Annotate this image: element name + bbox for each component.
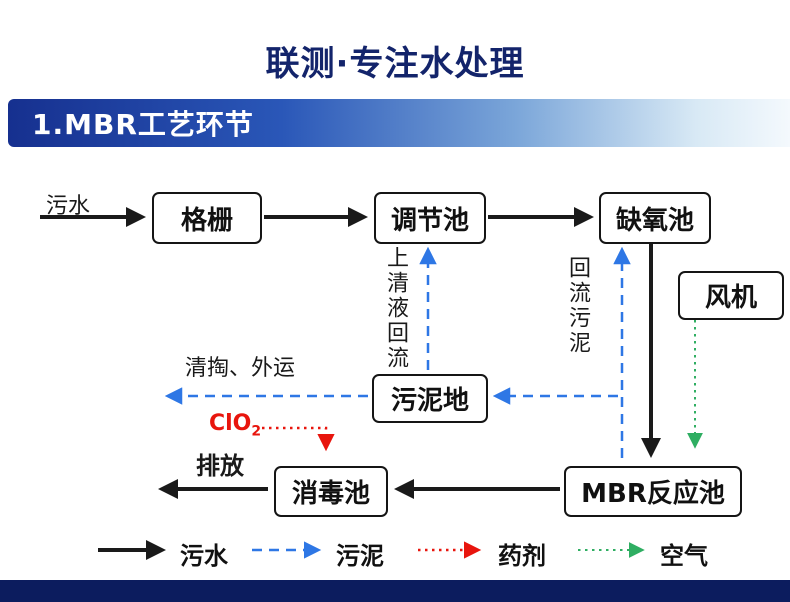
node-anoxic-tank: 缺氧池 — [599, 192, 711, 244]
label-clean-out: 清掏、外运 — [185, 356, 296, 381]
label-clo2-sub: 2 — [251, 423, 262, 440]
label-sewage-in: 污水 — [46, 194, 91, 219]
legend-label-sludge: 污泥 — [336, 542, 384, 570]
label-clo2-main: ClO — [209, 411, 252, 436]
label-return-sludge: 回流污泥 — [565, 256, 590, 356]
legend-label-sewage: 污水 — [180, 542, 228, 570]
node-regulating-tank: 调节池 — [374, 192, 486, 244]
section-banner: 1.MBR工艺环节 — [8, 99, 790, 147]
legend-label-chemical: 药剂 — [498, 542, 546, 570]
label-supernatant-return: 上清液回流 — [383, 246, 408, 371]
node-mbr-tank: MBR反应池 — [564, 466, 742, 517]
node-disinfection-tank: 消毒池 — [274, 466, 388, 517]
label-discharge: 排放 — [196, 452, 244, 480]
section-title: 1.MBR工艺环节 — [32, 108, 254, 141]
arrow-clo2-dosing — [262, 426, 335, 452]
footer-bar — [0, 580, 790, 602]
node-grid: 格栅 — [152, 192, 262, 244]
page-title: 联测·专注水处理 — [265, 44, 525, 84]
node-sludge-tank: 污泥地 — [372, 374, 488, 423]
label-clo2: ClO2 — [209, 411, 261, 439]
node-fan: 风机 — [678, 271, 784, 320]
legend-label-air: 空气 — [660, 542, 708, 570]
